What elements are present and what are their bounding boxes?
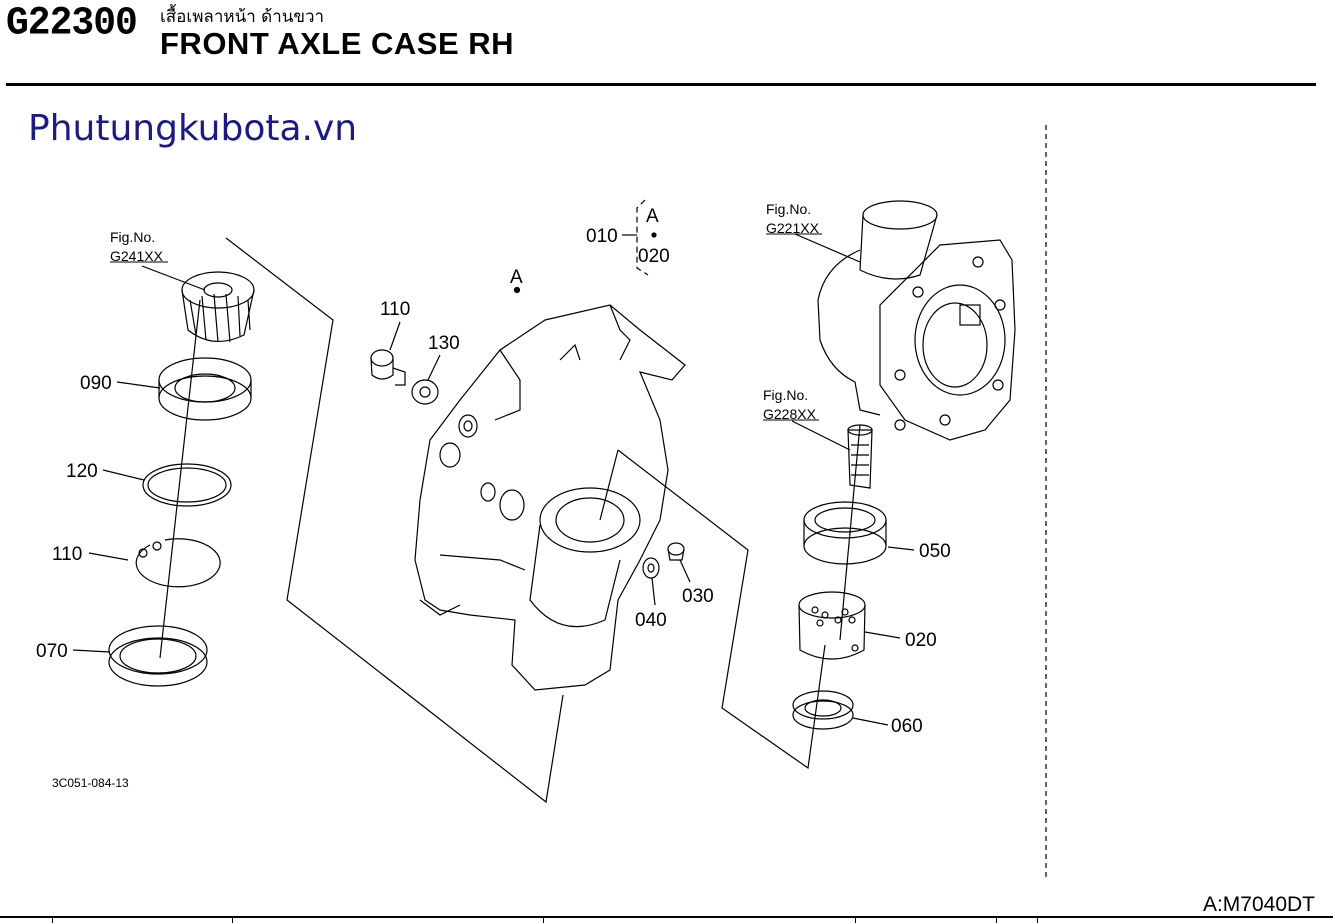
part-label-070: 070 [36, 641, 68, 662]
bushing-020 [798, 591, 866, 660]
seal-070 [108, 625, 208, 687]
washer-040 [642, 557, 660, 579]
footer-divider [52, 916, 53, 923]
footer-divider [996, 916, 997, 923]
part-label-020-detail: 020 [638, 246, 670, 267]
footer-divider [543, 916, 544, 923]
part-label-040: 040 [635, 610, 667, 631]
header-rule [6, 83, 1316, 86]
part-label-090: 090 [80, 373, 112, 394]
part-label-100: 120 [66, 461, 98, 482]
snap-ring-110 [135, 538, 221, 588]
page-code: G22300 [6, 0, 138, 47]
ref-code-g241: G241XX [110, 248, 164, 264]
bearing-090 [158, 357, 252, 421]
knuckle-housing [817, 200, 1016, 441]
pinion-gear [181, 271, 255, 343]
shaft [847, 424, 873, 489]
watermark-text: Phutungkubota.vn [28, 108, 358, 149]
bearing-050 [803, 501, 887, 565]
ref-caption-g221: Fig.No. [766, 201, 811, 217]
part-label-110: 110 [52, 544, 82, 565]
part-label-010: 010 [586, 226, 618, 247]
washer-130 [411, 379, 439, 405]
drawing-number: 3C051-084-13 [52, 776, 129, 790]
part-label-060: 060 [891, 716, 923, 737]
page-title: FRONT AXLE CASE RH [160, 26, 515, 61]
footer-divider [855, 916, 856, 923]
part-label-050: 050 [919, 541, 951, 562]
ring-100 [142, 463, 232, 507]
detail-marker-a-case: A [510, 267, 523, 288]
axle-case [414, 304, 686, 691]
part-label-020: 020 [905, 630, 937, 651]
title-thai: เสื้อเพลาหน้า ด้านขวา [160, 7, 325, 27]
ref-code-g221: G221XX [766, 220, 820, 236]
ref-code-g228: G228XX [763, 406, 817, 422]
ref-caption-g228: Fig.No. [763, 387, 808, 403]
part-label-120: 110 [380, 299, 410, 320]
part-label-030: 030 [682, 586, 714, 607]
plug-120 [370, 349, 406, 386]
footer-rule [0, 916, 1333, 918]
ref-caption-g241: Fig.No. [110, 229, 155, 245]
footer-divider [232, 916, 233, 923]
detail-marker-a: A [646, 206, 659, 227]
footer-divider [1037, 916, 1038, 923]
part-label-130: 130 [428, 333, 460, 354]
model-code: A:M7040DT [1202, 893, 1315, 916]
plug-030 [667, 542, 685, 561]
thrust-bearing-060 [792, 690, 854, 730]
